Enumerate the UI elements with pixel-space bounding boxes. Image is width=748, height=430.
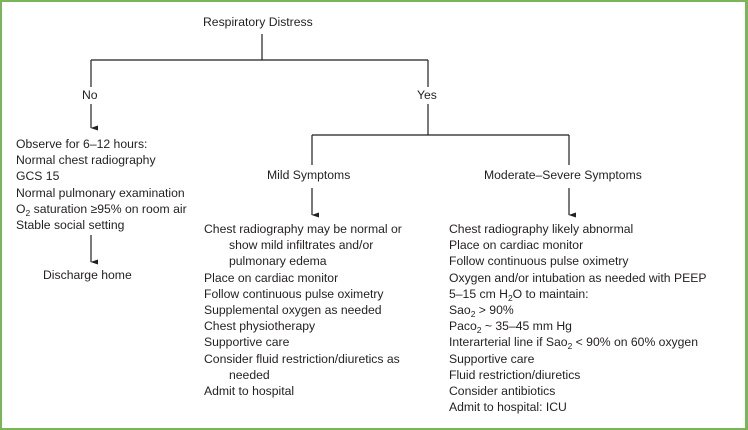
- severe-symptoms-label: Moderate–Severe Symptoms: [484, 168, 642, 182]
- list-item: Place on cardiac monitor: [204, 270, 339, 285]
- list-item: Follow continuous pulse oximetry: [449, 254, 629, 269]
- list-item: Sao2 > 90%: [449, 303, 514, 320]
- subscript: 2: [25, 207, 31, 218]
- no-criteria-list: Observe for 6–12 hours: Normal chest radi…: [16, 136, 187, 233]
- list-item: show mild infiltrates and/or: [229, 238, 374, 253]
- list-item: Oxygen and/or intubation as needed with …: [449, 270, 707, 285]
- list-item: Admit to hospital: ICU: [449, 400, 567, 415]
- list-item: Observe for 6–12 hours:: [16, 137, 148, 151]
- no-label: No: [81, 87, 99, 104]
- list-item: Supplemental oxygen as needed: [204, 303, 382, 318]
- subscript: 2: [476, 325, 482, 336]
- list-item: Interarterial line if Sao2 < 90% on 60% …: [449, 335, 698, 352]
- list-item: Place on cardiac monitor: [449, 238, 584, 253]
- list-item: 5–15 cm H2O to maintain:: [449, 286, 589, 303]
- list-item: Chest physiotherapy: [204, 319, 316, 334]
- list-item: Normal chest radiography: [16, 153, 156, 168]
- list-item: Chest radiography likely abnormal: [449, 222, 634, 236]
- list-item: Paco2 ~ 35–45 mm Hg: [449, 319, 572, 336]
- yes-label: Yes: [416, 87, 438, 104]
- list-item: Supportive care: [204, 335, 290, 350]
- list-item: Chest radiography may be normal or: [204, 222, 402, 236]
- list-item: Normal pulmonary examination: [16, 185, 185, 200]
- subscript: 2: [470, 309, 476, 320]
- list-item: Stable social setting: [16, 218, 125, 233]
- subscript: 2: [507, 292, 513, 303]
- list-item: Consider antibiotics: [449, 384, 556, 399]
- list-item: Consider fluid restriction/diuretics as: [204, 351, 400, 366]
- list-item: O2 saturation ≥95% on room air: [16, 201, 187, 218]
- list-item: GCS 15: [16, 169, 60, 184]
- list-item: Follow continuous pulse oximetry: [204, 286, 384, 301]
- list-item: Admit to hospital: [204, 384, 295, 399]
- list-item: Fluid restriction/diuretics: [449, 367, 581, 382]
- mild-actions-list: Chest radiography may be normal or show m…: [204, 221, 402, 399]
- discharge-home-outcome: Discharge home: [43, 268, 132, 282]
- list-item: Supportive care: [449, 351, 535, 366]
- subscript: 2: [567, 341, 573, 352]
- list-item: pulmonary edema: [229, 254, 327, 269]
- root-node-title: Respiratory Distress: [203, 15, 313, 29]
- list-item: needed: [229, 367, 270, 382]
- mild-symptoms-label: Mild Symptoms: [267, 168, 351, 182]
